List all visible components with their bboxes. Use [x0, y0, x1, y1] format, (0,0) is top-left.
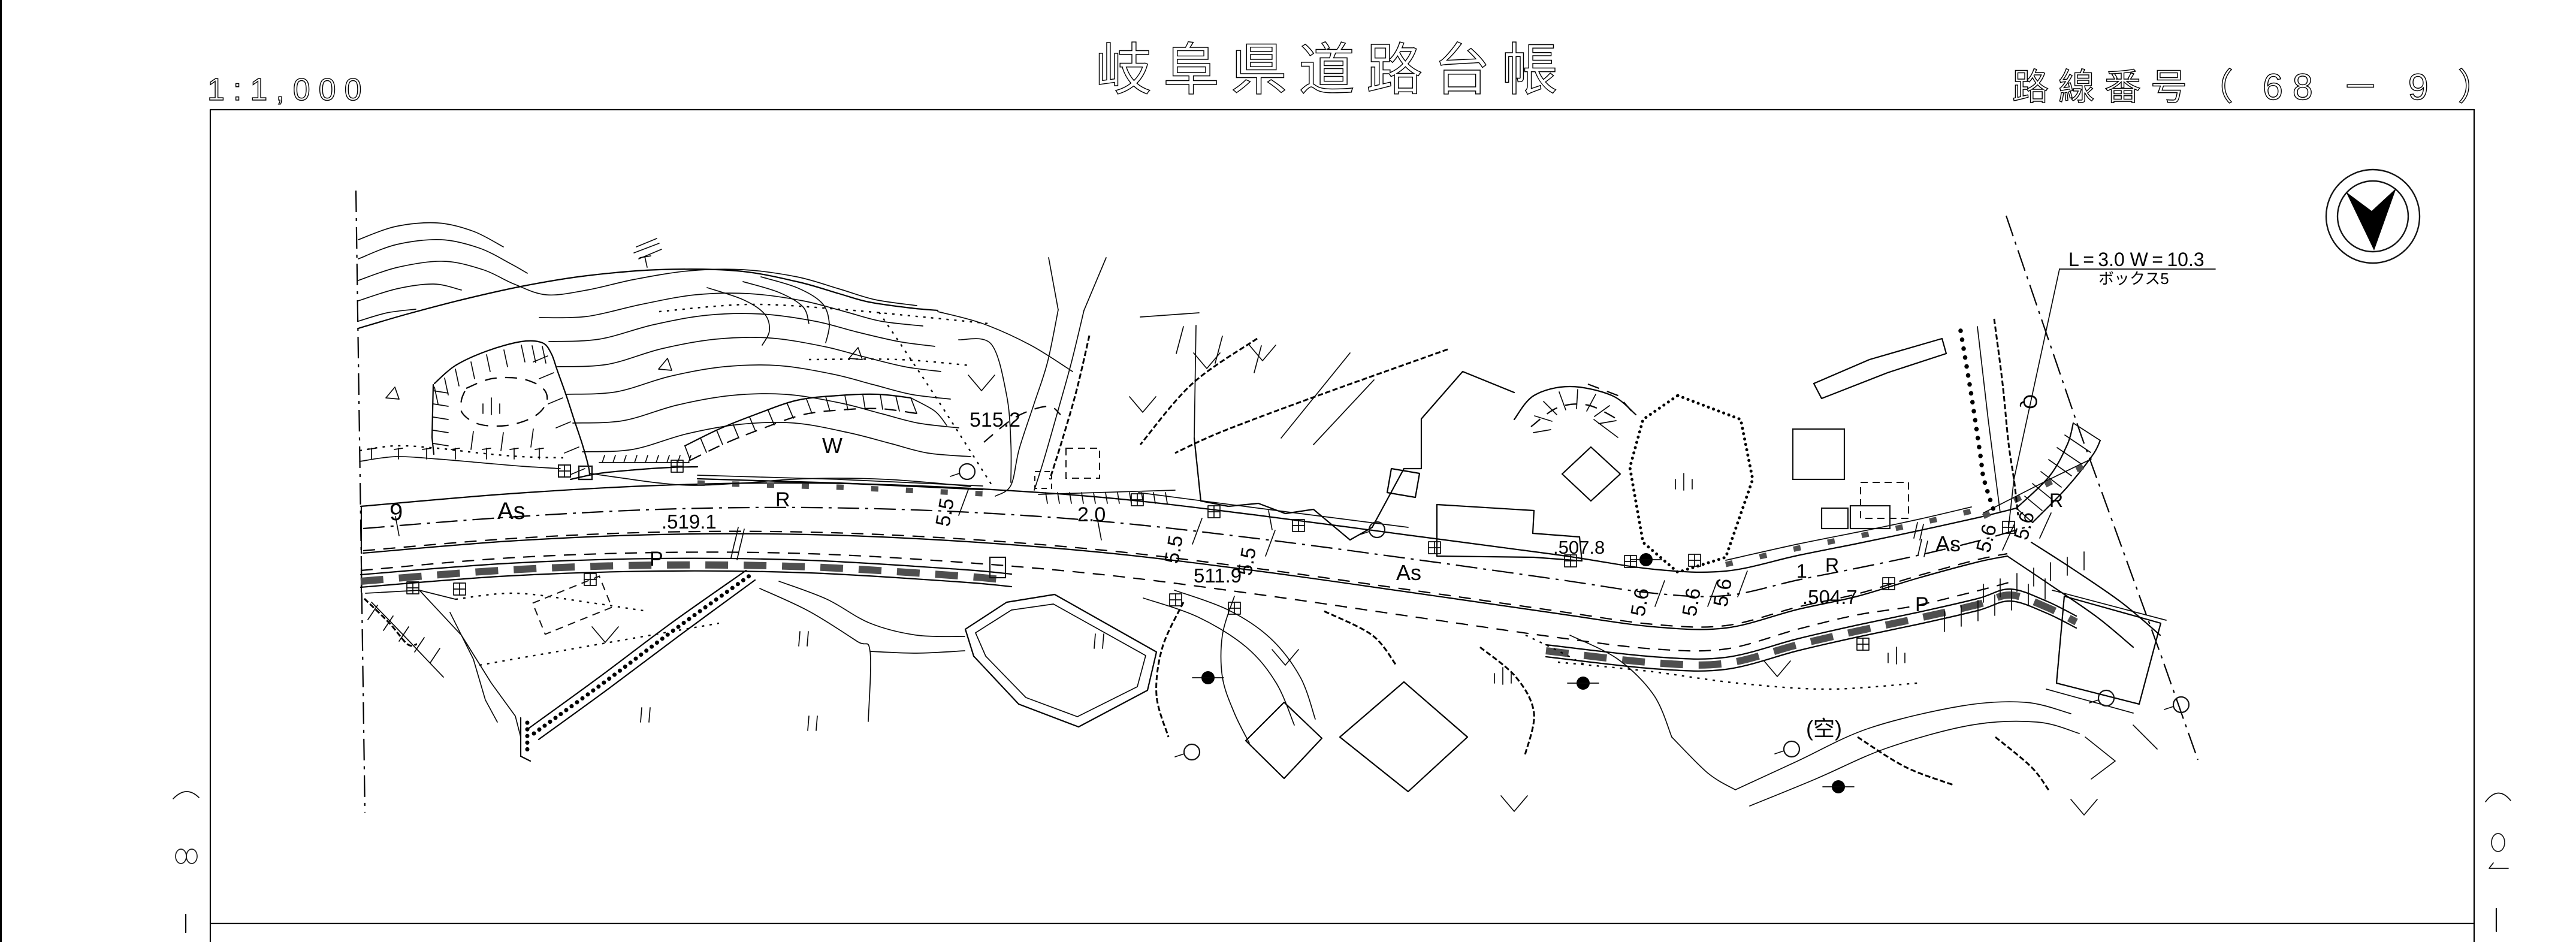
svg-text:Q: Q — [2019, 394, 2041, 409]
svg-text:.519.1: .519.1 — [662, 511, 717, 533]
svg-text:R: R — [775, 488, 790, 511]
svg-text:L = 3.0 W = 10.3: L = 3.0 W = 10.3 — [2068, 249, 2204, 270]
svg-text:.504.7: .504.7 — [1802, 586, 1858, 608]
svg-text:511.9: 511.9 — [1194, 564, 1242, 587]
svg-text:5.6: 5.6 — [2010, 509, 2039, 542]
svg-text:1: 1 — [1796, 560, 1807, 582]
svg-text:P: P — [650, 548, 663, 570]
svg-text:(空): (空) — [1806, 716, 1842, 741]
svg-text:5.5: 5.5 — [931, 496, 959, 528]
svg-text:5.5: 5.5 — [1233, 545, 1261, 577]
svg-text:5.6: 5.6 — [1626, 586, 1654, 618]
svg-text:R: R — [1825, 554, 1839, 576]
svg-text:5.5: 5.5 — [1160, 533, 1188, 565]
svg-text:W: W — [822, 433, 842, 458]
svg-text:9: 9 — [389, 499, 403, 526]
svg-text:As: As — [1396, 560, 1421, 585]
svg-text:5.6: 5.6 — [1678, 586, 1705, 618]
svg-text:.507.8: .507.8 — [1553, 537, 1605, 558]
svg-text:ボックス5: ボックス5 — [2098, 270, 2169, 288]
svg-text:岐阜県道路台帳: 岐阜県道路台帳 — [1095, 38, 1569, 101]
svg-text:2.0: 2.0 — [1077, 503, 1106, 526]
svg-text:P: P — [1915, 593, 1929, 616]
svg-text:1:1,000: 1:1,000 — [207, 73, 370, 107]
svg-text:5.6: 5.6 — [1972, 522, 2001, 555]
svg-text:R: R — [2049, 490, 2063, 511]
svg-text:路線番号（ 68 － 9 ）: 路線番号（ 68 － 9 ） — [2012, 67, 2504, 107]
svg-text:As: As — [1935, 532, 1961, 556]
svg-text:5.6: 5.6 — [1709, 576, 1737, 608]
svg-text:As: As — [497, 498, 526, 524]
svg-text:515.2: 515.2 — [970, 409, 1020, 431]
